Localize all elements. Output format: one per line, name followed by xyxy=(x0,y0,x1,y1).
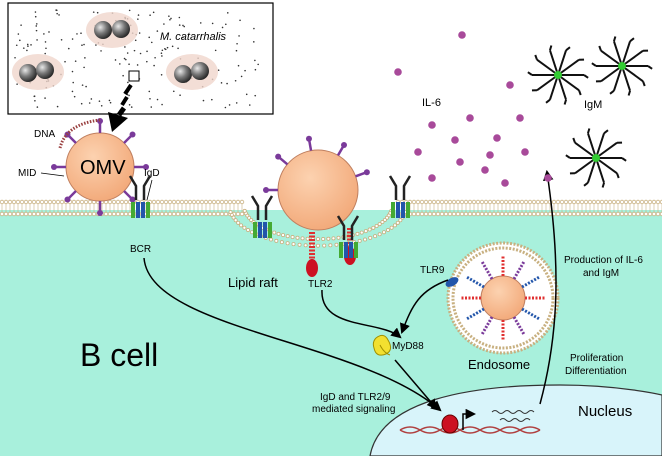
bacterium-3 xyxy=(166,54,218,90)
differentiation-label: Differentiation xyxy=(565,366,627,377)
bacteria-label: M. catarrhalis xyxy=(160,31,227,43)
dna-label: DNA xyxy=(34,129,55,140)
igd-label: IgD xyxy=(144,168,160,179)
igm-label: IgM xyxy=(584,99,602,111)
endosome-label: Endosome xyxy=(468,357,530,372)
tlr2-label: TLR2 xyxy=(308,279,333,290)
lipid-raft-omv xyxy=(263,135,370,231)
omv-dna-strand xyxy=(58,118,101,149)
zoom-arrow xyxy=(108,83,133,132)
tlr2-signal-arrow xyxy=(321,289,402,339)
il6-cytokines xyxy=(394,31,552,187)
production-label-1: Production of IL-6 xyxy=(564,255,643,266)
lipid-raft-label: Lipid raft xyxy=(228,275,278,290)
dna-helix xyxy=(399,426,541,434)
myd88-adaptor xyxy=(372,334,392,356)
b-cell-label: B cell xyxy=(80,337,158,373)
bacterium-2 xyxy=(86,12,138,48)
proliferation-label: Proliferation xyxy=(570,353,623,364)
production-arrow xyxy=(539,169,557,405)
tlr9-label: TLR9 xyxy=(420,265,445,276)
transcription-arrow xyxy=(462,408,477,430)
transcription-factor xyxy=(441,414,459,434)
bacterium-1 xyxy=(12,54,64,90)
bcr-receptor xyxy=(128,175,152,218)
tlr9-receptor xyxy=(445,277,459,287)
omv-label: OMV xyxy=(80,157,126,179)
bcr-label: BCR xyxy=(130,244,151,255)
mrna-strand xyxy=(491,410,535,414)
endosome xyxy=(446,241,560,355)
igm-pentamer-1 xyxy=(527,45,589,105)
il6-label: IL-6 xyxy=(422,97,441,109)
myd88-signal-arrow xyxy=(394,359,438,410)
bcr-signal-arrow xyxy=(143,257,442,412)
lipid-raft-bcrs xyxy=(250,175,412,258)
igm-pentamer-3 xyxy=(565,128,627,188)
nucleus-label: Nucleus xyxy=(578,403,632,420)
myd88-label: MyD88 xyxy=(392,341,424,352)
signaling-label-1: IgD and TLR2/9 xyxy=(320,392,391,403)
zoom-box xyxy=(128,70,140,82)
nucleus xyxy=(369,384,662,456)
production-label-2: and IgM xyxy=(583,268,619,279)
igm-pentamer-2 xyxy=(591,36,653,96)
omv-vesicle xyxy=(51,118,149,216)
tlr9-signal-arrow xyxy=(399,279,449,334)
mid-label: MID xyxy=(18,168,36,179)
signaling-label-2: mediated signaling xyxy=(312,404,395,415)
